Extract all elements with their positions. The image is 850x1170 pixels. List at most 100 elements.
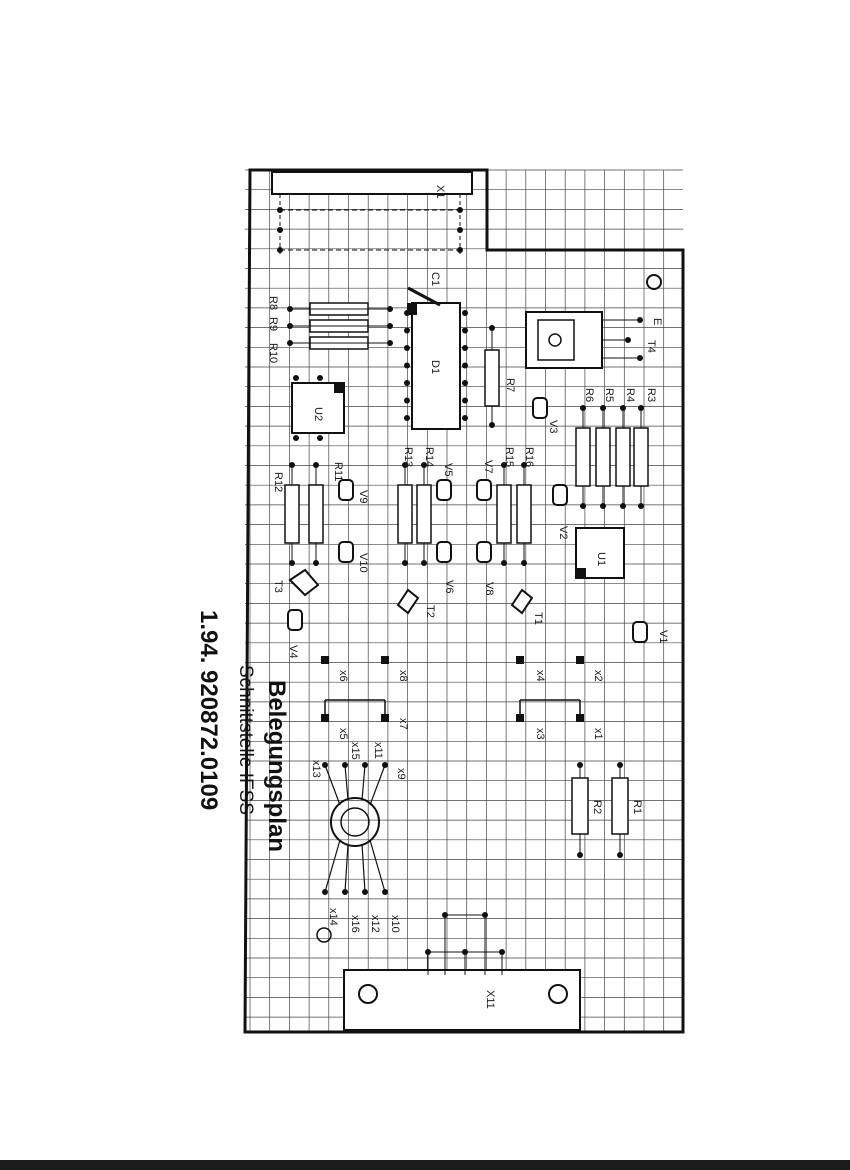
resistor-body [633, 427, 649, 487]
label-v5: V5 [442, 463, 454, 476]
ic-pin [404, 310, 410, 316]
label-t3: T3 [272, 580, 284, 593]
pad-label-x16: x16 [349, 915, 361, 933]
resistor-pad [501, 560, 507, 566]
transistor-t1 [510, 588, 534, 615]
pad-label-x7: x7 [397, 718, 409, 730]
resistor-pad [421, 560, 427, 566]
pad-label-x1: x1 [592, 728, 604, 740]
label-r12: R12 [272, 472, 284, 492]
resistor-pad [580, 503, 586, 509]
resistor-array-r8-r10 [287, 302, 393, 350]
pad-label-x9: x9 [395, 768, 407, 780]
resistor-pad [638, 503, 644, 509]
pad-label-x13: x13 [310, 760, 322, 778]
resistor-body [496, 484, 512, 544]
resistor-body [308, 484, 324, 544]
label-v7: V7 [482, 460, 494, 473]
label-u2: U2 [312, 407, 324, 421]
ic-pin [462, 345, 468, 351]
label-v4: V4 [287, 645, 299, 658]
resistor-pad [402, 560, 408, 566]
pad-label-x12: x12 [369, 915, 381, 933]
label-t1: T1 [532, 612, 544, 625]
label-r2: R2 [591, 800, 603, 814]
label-t4: T4 [645, 340, 657, 353]
ic-pin [404, 397, 410, 404]
pad-label-x6: x6 [337, 670, 349, 682]
diode-body [532, 397, 548, 419]
resistor-body [397, 484, 413, 544]
diode-body [436, 479, 452, 501]
label-x1: X1 [434, 185, 446, 198]
label-r10: R10 [267, 343, 279, 363]
resistor-pad [600, 503, 606, 509]
resistor-bank-r11-r16 [284, 462, 532, 566]
resistor-body [595, 427, 611, 487]
ic-pin [404, 415, 410, 421]
label-v8: V8 [483, 582, 495, 595]
transistor-t4 [525, 311, 643, 369]
diode-body [338, 479, 354, 501]
mounting-hole-top [646, 274, 662, 290]
resistor-pad [521, 462, 527, 468]
label-r9: R9 [267, 317, 279, 331]
transistor-t2 [396, 588, 420, 615]
label-r13: R13 [402, 447, 414, 467]
board-grid [245, 169, 683, 1032]
label-v6: V6 [443, 580, 455, 593]
pad-label-x4: x4 [534, 670, 546, 682]
resistor-pad [501, 462, 507, 468]
diode-body [436, 541, 452, 563]
ic-pin [404, 362, 410, 369]
ic-pin [462, 327, 468, 334]
title-line-1: Belegungsplan [263, 680, 290, 853]
resistor-pad [620, 405, 626, 411]
label-e: E [651, 318, 663, 325]
diode-body [632, 621, 648, 643]
ic-u2 [291, 375, 345, 441]
pad-label-x8: x8 [397, 670, 409, 682]
diode-body [476, 541, 492, 563]
resistor-bank-r3-r6 [575, 405, 649, 509]
diode-body [338, 541, 354, 563]
label-r8: R8 [267, 296, 279, 310]
label-c1: C1 [429, 272, 441, 286]
title-line-2: Schnittstelle IFSS [235, 665, 256, 815]
pad-label-x11: x11 [372, 742, 384, 759]
scan-edge [0, 1160, 850, 1170]
pad-label-x14: x14 [327, 908, 339, 926]
resistor-pad [620, 503, 626, 509]
transistor-t3 [288, 568, 320, 597]
ic-pin [404, 380, 410, 386]
ic-pin [462, 362, 468, 369]
label-r7: R7 [504, 378, 516, 392]
pad [321, 656, 329, 664]
resistor-pad [600, 405, 606, 411]
pad [516, 656, 524, 664]
connector-x1 [271, 171, 473, 255]
label-r14: R14 [423, 447, 435, 467]
label-u1: U1 [595, 552, 607, 566]
resistor-pad [289, 560, 295, 566]
title-rotated: Belegungsplan Schnittstelle IFSS 1.94. 9… [60, 610, 290, 853]
resistor-r1-r2 [571, 762, 629, 858]
title-block: Belegungsplan Schnittstelle IFSS 1.94. 9… [60, 610, 290, 853]
label-v9: V9 [357, 490, 369, 503]
resistor-pad [421, 462, 427, 468]
ic-pin [404, 345, 410, 351]
ic-d1-pins [404, 310, 468, 421]
diode-body [552, 484, 568, 506]
ic-pin [462, 397, 468, 404]
label-v10: V10 [357, 553, 369, 573]
label-d1: D1 [429, 360, 441, 374]
ic-pin [462, 415, 468, 421]
resistor-pad [521, 560, 527, 566]
board-outline [243, 168, 685, 1034]
resistor-pad [638, 405, 644, 411]
label-t2: T2 [424, 605, 436, 618]
pad-label-x10: x10 [389, 915, 401, 933]
ic-pin [404, 327, 410, 334]
diode-body [287, 609, 303, 631]
